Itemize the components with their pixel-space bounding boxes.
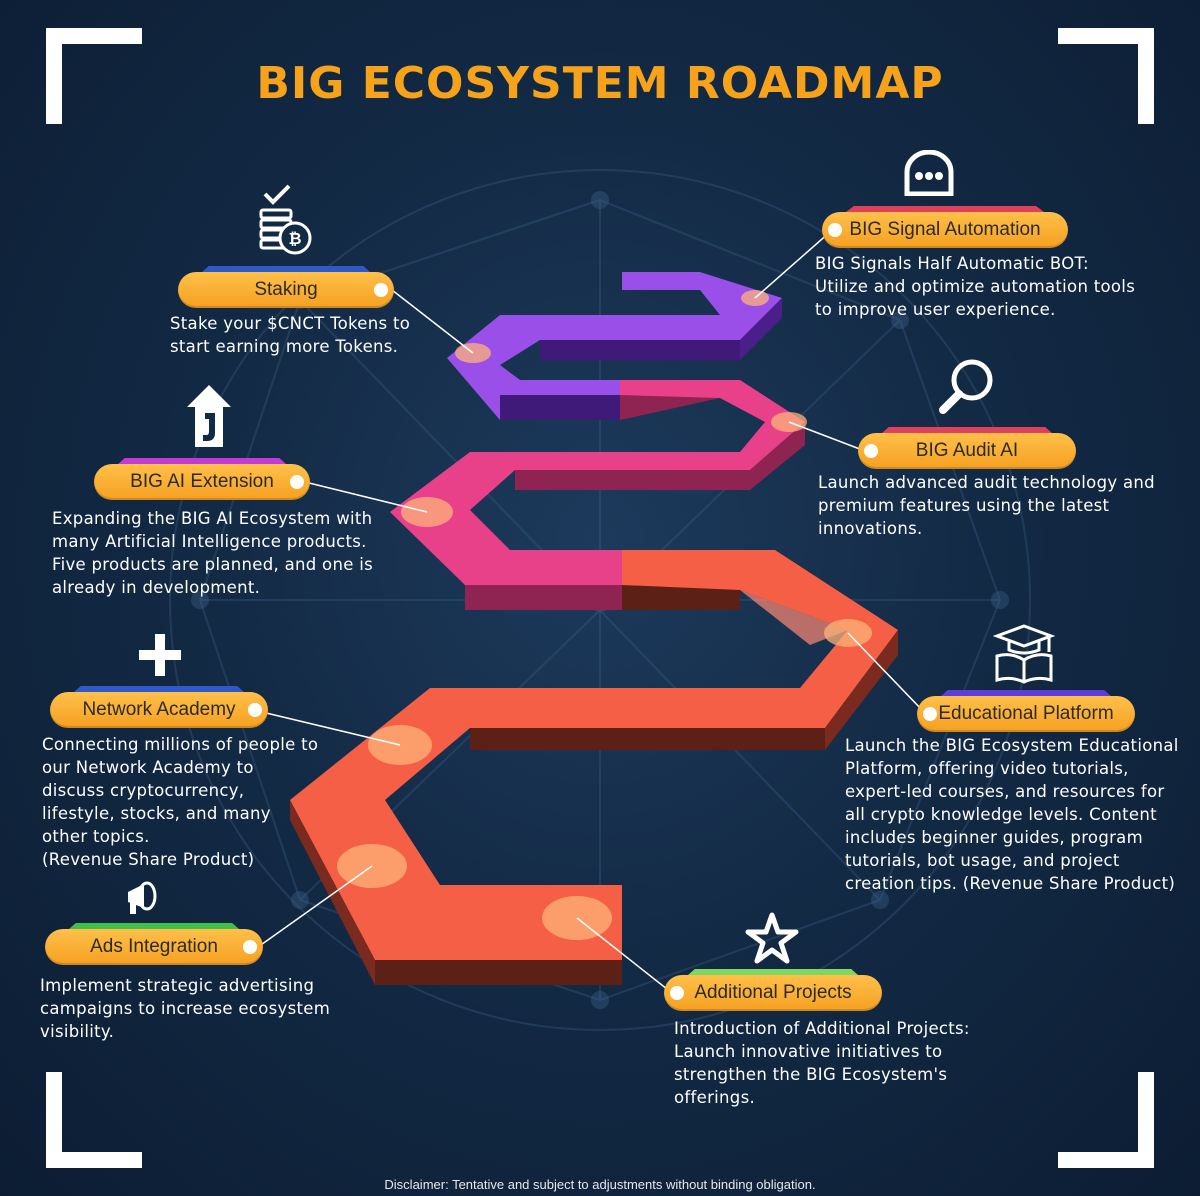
- frame-corner-bottom-left: [46, 1072, 142, 1168]
- connector-dot: [374, 283, 388, 297]
- connector-dot: [670, 986, 684, 1000]
- milestone-label: Educational Platform: [938, 703, 1114, 724]
- milestone-additional-projects: Additional Projects: [664, 969, 882, 1011]
- milestone-network-academy: Network Academy: [50, 686, 268, 728]
- milestone-description: Implement strategic advertising campaign…: [40, 976, 331, 1041]
- coin-stack-check-icon: ₿: [259, 184, 312, 255]
- milestone-big-signal-automation: BIG Signal Automation: [822, 206, 1068, 248]
- milestone-label: Ads Integration: [90, 936, 218, 957]
- milestone-description: BIG Signals Half Automatic BOT: Utilize …: [815, 254, 1136, 319]
- milestone-label: BIG Audit AI: [915, 440, 1019, 461]
- milestone-label: BIG AI Extension: [130, 471, 274, 492]
- frame-corner-bottom-right: [1058, 1072, 1154, 1168]
- frame-corner-top-left: [46, 28, 142, 124]
- svg-text:₿: ₿: [288, 229, 301, 248]
- connector-dot: [243, 940, 257, 954]
- connector-dot: [290, 475, 304, 489]
- star-icon: [745, 912, 799, 964]
- connector-dot: [923, 707, 937, 721]
- disclaimer-text: Disclaimer: Tentative and subject to adj…: [384, 1177, 816, 1192]
- milestone-description: Connecting millions of people to our Net…: [42, 735, 319, 869]
- page-title: BIG ECOSYSTEM ROADMAP: [256, 58, 944, 109]
- milestone-description: Expanding the BIG AI Ecosystem with many…: [52, 509, 373, 597]
- milestone-description: Launch advanced audit technology and pre…: [818, 473, 1155, 538]
- milestone-description: Introduction of Additional Projects: Lau…: [674, 1019, 970, 1107]
- connector-dot: [248, 703, 262, 717]
- megaphone-icon: [128, 881, 157, 914]
- frame-corner-top-right: [1058, 28, 1154, 124]
- graduation-book-icon: [993, 624, 1055, 684]
- milestone-ads-integration: Ads Integration: [45, 923, 263, 965]
- extension-logo-icon: [187, 385, 231, 447]
- milestone-description: Launch the BIG Ecosystem Educational Pla…: [845, 736, 1179, 893]
- milestone-label: Additional Projects: [694, 982, 852, 1003]
- milestone-big-audit-ai: BIG Audit AI: [858, 427, 1076, 469]
- milestone-label: Staking: [254, 279, 318, 300]
- plus-icon: [139, 634, 181, 676]
- connector-dot: [828, 223, 842, 237]
- milestone-staking: Staking: [178, 266, 394, 308]
- milestone-label: Network Academy: [82, 699, 236, 720]
- milestone-educational-platform: Educational Platform: [917, 690, 1135, 732]
- magnifier-icon: [939, 359, 993, 414]
- milestone-label: BIG Signal Automation: [849, 219, 1041, 240]
- milestone-description: Stake your $CNCT Tokens to start earning…: [170, 314, 411, 356]
- milestone-big-ai-extension: BIG AI Extension: [94, 458, 310, 500]
- connector-dot: [864, 444, 878, 458]
- robot-icon: [904, 150, 954, 196]
